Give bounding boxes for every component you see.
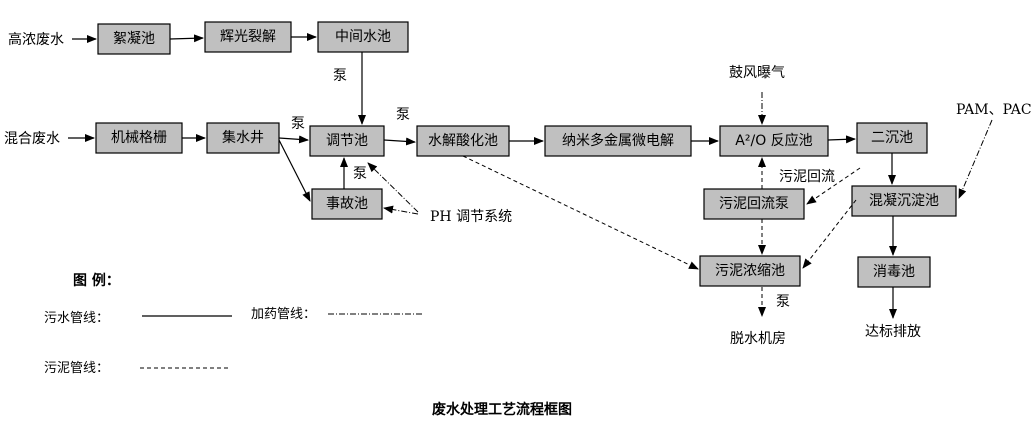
box-sludge-thickener: 污泥浓缩池 <box>699 255 801 287</box>
label-dewatering: 脱水机房 <box>730 331 786 347</box>
label-discharge: 达标排放 <box>865 324 921 340</box>
legend-sludge-label: 污泥管线： <box>44 361 109 376</box>
svg-text:中间水池: 中间水池 <box>335 29 391 45</box>
legend-title: 图 例： <box>73 272 120 289</box>
caption: 废水处理工艺流程框图 <box>432 401 572 418</box>
box-secondary: 二沉池 <box>856 122 928 154</box>
svg-text:絮凝池: 絮凝池 <box>113 30 155 47</box>
svg-text:事故池: 事故池 <box>326 196 368 212</box>
label-pump-5: 泵 <box>776 294 790 310</box>
box-glow-cracking: 辉光裂解 <box>204 21 292 53</box>
box-coag-sedimentation: 混凝沉淀池 <box>851 185 957 217</box>
input-mixed: 混合废水 <box>4 131 60 147</box>
box-regulation: 调节池 <box>309 125 385 157</box>
label-pump-3: 泵 <box>396 107 410 123</box>
svg-text:水解酸化池: 水解酸化池 <box>428 133 498 149</box>
label-blower: 鼓风曝气 <box>729 65 785 81</box>
svg-text:机械格栅: 机械格栅 <box>111 130 167 146</box>
svg-text:辉光裂解: 辉光裂解 <box>220 29 276 45</box>
box-flocculation: 絮凝池 <box>97 23 171 55</box>
svg-text:消毒池: 消毒池 <box>873 264 915 280</box>
legend-sewage-label: 污水管线： <box>44 311 109 326</box>
input-high-conc: 高浓废水 <box>8 31 64 48</box>
box-sludge-return-pump: 污泥回流泵 <box>703 188 805 220</box>
box-hydrolysis: 水解酸化池 <box>416 125 510 157</box>
label-pump-2: 泵 <box>291 116 305 132</box>
legend: 图 例： 污水管线： 加药管线： 污泥管线： <box>44 272 424 376</box>
svg-text:污泥浓缩池: 污泥浓缩池 <box>715 263 785 279</box>
box-nano-electrolysis: 纳米多金属微电解 <box>544 125 692 157</box>
box-ao-reactor: A²/O 反应池 <box>719 125 829 157</box>
label-sludge-return: 污泥回流 <box>779 169 835 185</box>
label-pump-4: 泵 <box>353 166 367 182</box>
box-accident: 事故池 <box>311 188 383 220</box>
svg-text:调节池: 调节池 <box>326 133 368 149</box>
svg-text:混凝沉淀池: 混凝沉淀池 <box>869 193 939 209</box>
svg-text:A²/O 反应池: A²/O 反应池 <box>735 132 812 149</box>
svg-text:纳米多金属微电解: 纳米多金属微电解 <box>562 132 674 149</box>
svg-text:集水井: 集水井 <box>222 129 264 146</box>
dosing-lines <box>367 92 993 215</box>
box-intermediate: 中间水池 <box>317 21 409 53</box>
sludge-lines <box>462 155 861 317</box>
label-pam-pac: PAM、PAC <box>956 102 1032 118</box>
svg-text:二沉池: 二沉池 <box>871 130 913 146</box>
box-collection-well: 集水井 <box>206 122 280 154</box>
sewage-lines <box>68 33 897 319</box>
box-mech-screen: 机械格栅 <box>95 122 183 154</box>
label-pump-1: 泵 <box>333 68 347 84</box>
box-disinfection: 消毒池 <box>857 256 931 288</box>
legend-dosing-label: 加药管线： <box>251 307 316 322</box>
svg-text:污泥回流泵: 污泥回流泵 <box>719 196 789 212</box>
label-ph-system: PH 调节系统 <box>430 209 512 225</box>
